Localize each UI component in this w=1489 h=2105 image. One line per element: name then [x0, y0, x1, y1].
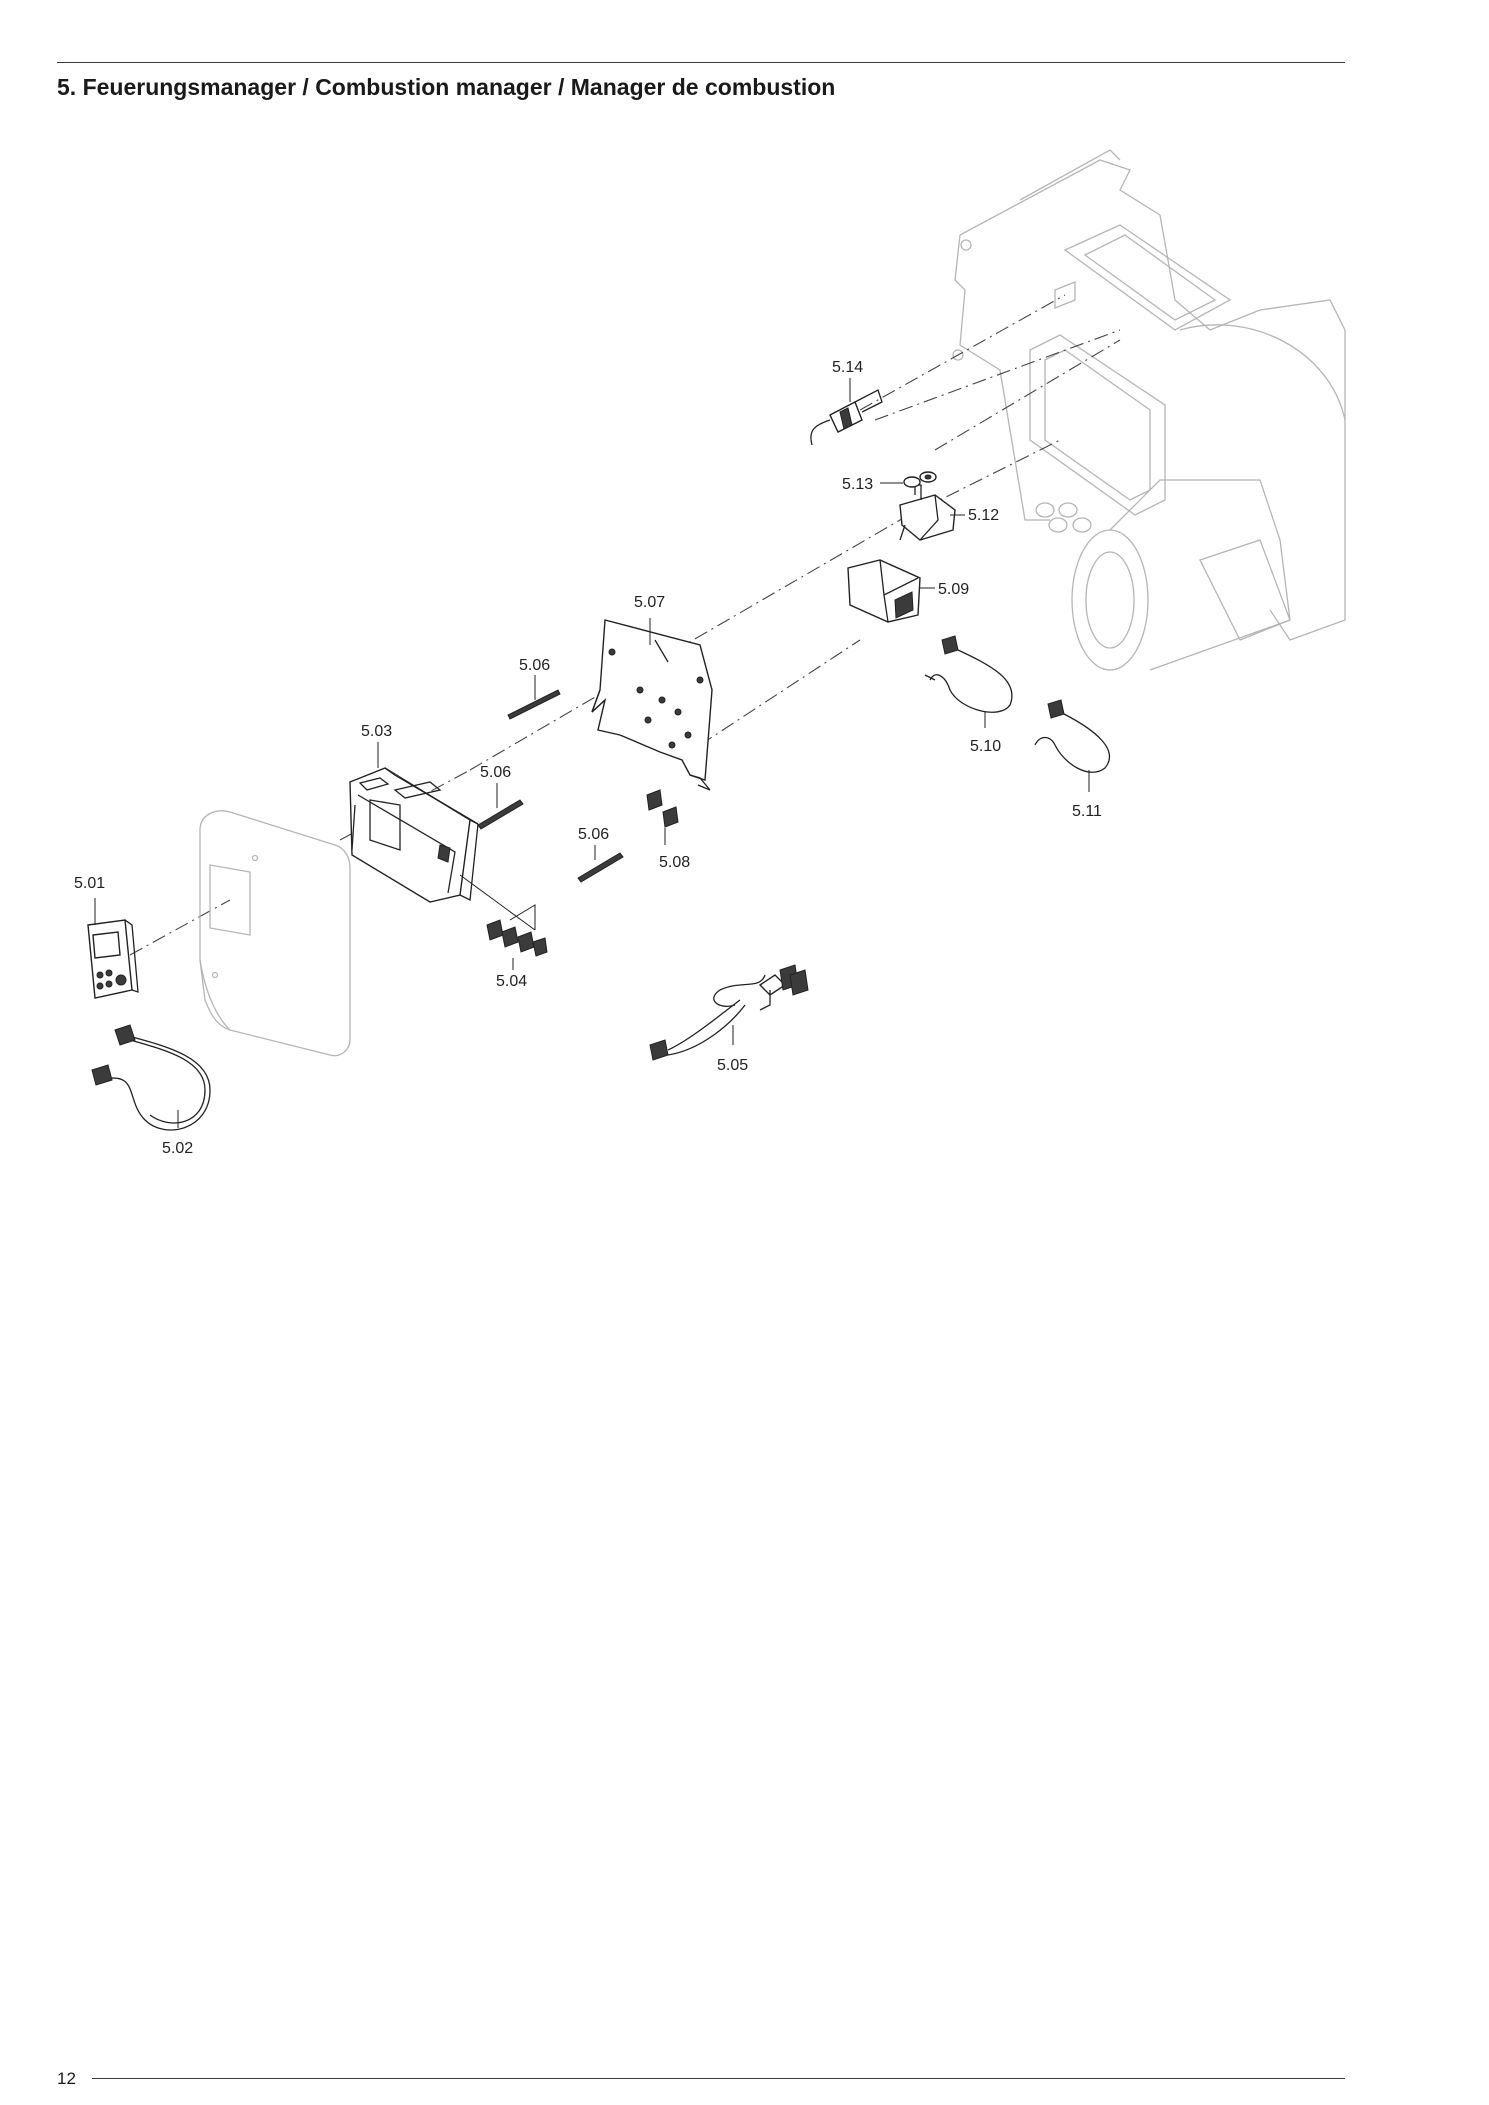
part-5-02-cable	[91, 1024, 211, 1131]
label-5-06-c: 5.06	[578, 826, 609, 843]
label-5-04: 5.04	[496, 973, 527, 990]
label-5-13: 5.13	[842, 476, 873, 493]
part-5-13-washers	[903, 471, 937, 488]
footer-rule	[92, 2078, 1345, 2079]
label-5-08: 5.08	[659, 854, 690, 871]
leader-lines	[94, 378, 1090, 1128]
part-5-11-cable	[1034, 699, 1111, 773]
page-number: 12	[57, 2069, 76, 2088]
part-5-03-combustion-manager	[349, 767, 479, 903]
page-title: 5. Feuerungsmanager / Combustion manager…	[57, 74, 836, 100]
label-5-06-a: 5.06	[519, 657, 550, 674]
part-5-06-spacers	[477, 689, 624, 883]
label-5-06-b: 5.06	[480, 764, 511, 781]
cover-housing	[199, 810, 351, 1057]
part-5-12-flame-sensor	[899, 484, 956, 541]
label-5-01: 5.01	[74, 875, 105, 892]
label-5-03: 5.03	[361, 723, 392, 740]
label-5-14: 5.14	[832, 359, 863, 376]
label-5-05: 5.05	[717, 1057, 748, 1074]
part-5-08-plug	[646, 789, 679, 828]
burner-housing-outline	[952, 149, 1346, 671]
part-5-09-ignition-unit	[847, 559, 921, 623]
header-rule	[57, 62, 1345, 63]
label-5-07: 5.07	[634, 594, 665, 611]
part-5-05-harness	[649, 964, 809, 1061]
part-5-01-display	[87, 919, 139, 999]
label-5-02: 5.02	[162, 1140, 193, 1157]
part-5-07-mounting-plate	[591, 619, 713, 791]
part-5-04-connectors	[459, 874, 548, 957]
part-5-10-cable	[924, 635, 1013, 713]
label-5-10: 5.10	[970, 738, 1001, 755]
label-5-09: 5.09	[938, 581, 969, 598]
part-5-14-sensor	[810, 389, 883, 446]
assembly-lines	[129, 294, 1121, 956]
label-5-12: 5.12	[968, 507, 999, 524]
label-5-11: 5.11	[1072, 803, 1102, 820]
